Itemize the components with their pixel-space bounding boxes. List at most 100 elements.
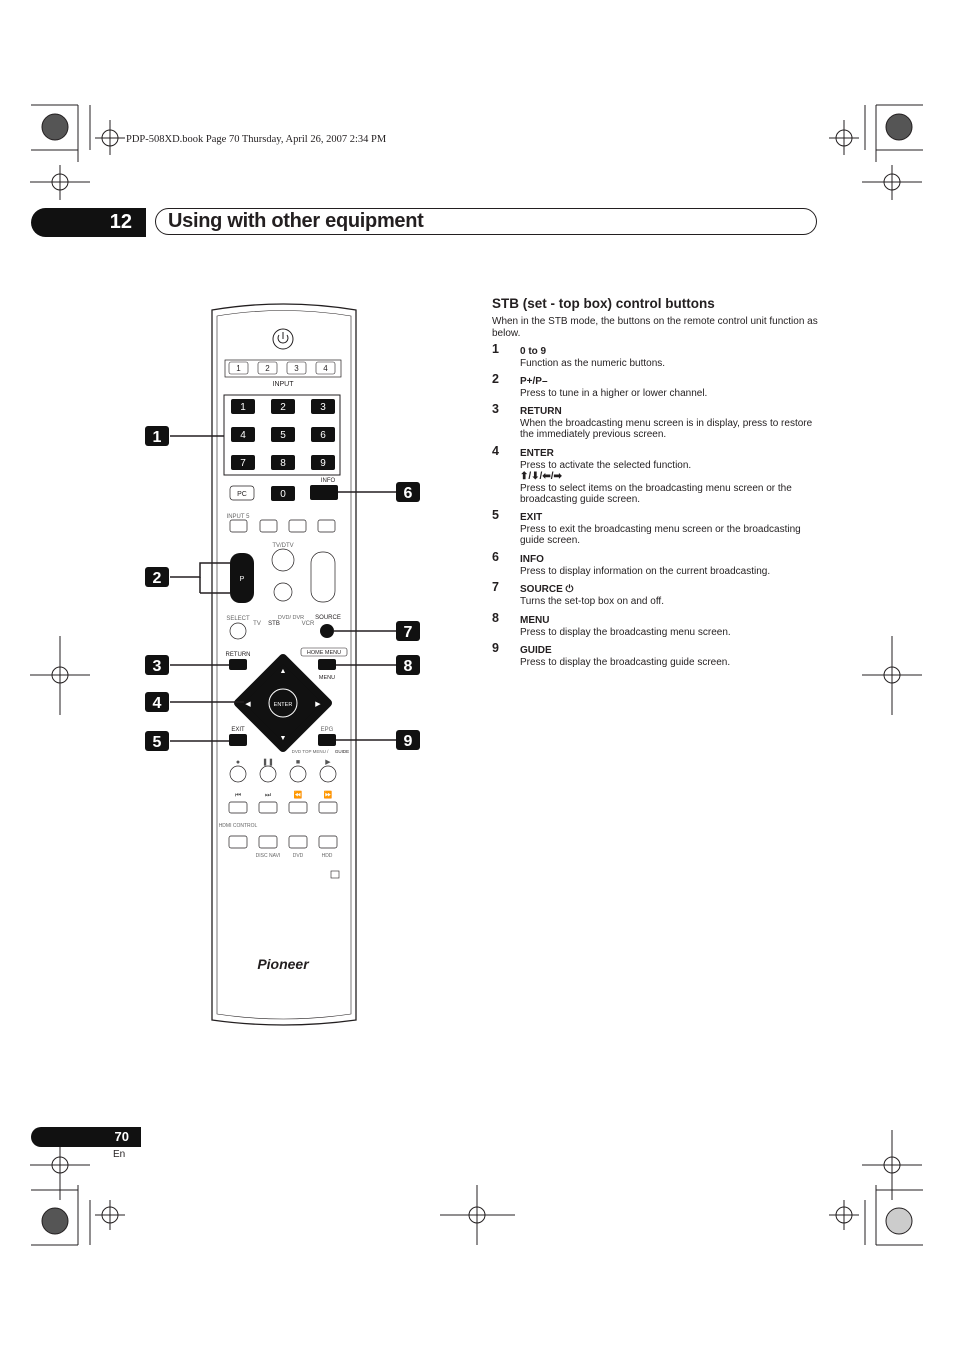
menu-label: MENU	[319, 675, 335, 681]
input-3-label: 3	[294, 364, 299, 373]
callout-3	[145, 655, 169, 675]
callout-5-label: 5	[153, 734, 162, 751]
svg-text:⏭: ⏭	[265, 792, 272, 799]
svg-text:⏪: ⏪	[294, 790, 303, 799]
svg-text:▼: ▼	[280, 735, 287, 742]
chapter-number: 12	[31, 208, 146, 237]
disc-label: DISC NAVI	[256, 853, 281, 859]
callout-1	[145, 426, 169, 446]
input-2-label: 2	[265, 364, 270, 373]
item-number: 8	[492, 611, 499, 625]
exit-label: EXIT	[231, 727, 245, 733]
item-number: 2	[492, 372, 499, 386]
item-title: EXIT	[520, 512, 543, 523]
num-9-button	[311, 455, 335, 470]
num-8-button	[271, 455, 295, 470]
num-6-label: 6	[320, 430, 326, 441]
item-subtitle: ⬆/⬇/⬅/➡	[520, 471, 562, 482]
book-info-line: PDP-508XD.book Page 70 Thursday, April 2…	[126, 134, 387, 145]
num-3-button	[311, 399, 335, 414]
num-5-label: 5	[280, 430, 286, 441]
callout-3-label: 3	[153, 658, 162, 675]
item-description: Press to display the broadcasting guide …	[520, 656, 731, 668]
item-title: MENU	[520, 615, 550, 626]
item-title: GUIDE	[520, 645, 552, 656]
item-description: Press to display the broadcasting menu s…	[520, 626, 731, 638]
num-3-label: 3	[320, 402, 326, 413]
num-2-button	[271, 399, 295, 414]
num-0-label: 0	[280, 489, 286, 500]
hdmi-label: HDMI CONTROL	[219, 823, 258, 829]
item-title: P+/P–	[520, 376, 548, 387]
guide-label: GUIDE	[335, 749, 349, 754]
svg-text:▶: ▶	[325, 759, 331, 766]
callout-5	[145, 731, 169, 751]
pioneer-logo: Pioneer	[257, 956, 310, 972]
tvdtv-label: TV/DTV	[272, 543, 293, 549]
callout-9-label: 9	[404, 733, 413, 750]
item-description: Turns the set-top box on and off.	[520, 595, 664, 607]
select-label: SELECT	[226, 616, 250, 622]
input-1-label: 1	[236, 364, 241, 373]
item-description: Press to tune in a higher or lower chann…	[520, 387, 708, 399]
num-7-label: 7	[240, 458, 246, 469]
svg-text:⏩: ⏩	[324, 790, 333, 799]
enter-label: ENTER	[274, 702, 293, 708]
svg-text:❚❚: ❚❚	[262, 758, 274, 766]
callout-6-label: 6	[404, 485, 413, 502]
callout-9	[396, 730, 420, 750]
callout-2	[145, 567, 169, 587]
svg-text:▲: ▲	[280, 668, 287, 675]
item-number: 6	[492, 550, 499, 564]
tv-label: TV	[253, 621, 261, 627]
page-number: 70	[31, 1127, 141, 1147]
item-description: When the broadcasting menu screen is in …	[520, 417, 813, 441]
num-9-label: 9	[320, 458, 326, 469]
input-3-button	[286, 361, 307, 375]
svg-text:▶: ▶	[315, 701, 321, 708]
dvd-label: DVD/ DVR	[278, 615, 304, 621]
item-subdescription: Press to select items on the broadcastin…	[520, 482, 792, 506]
num-6-button	[311, 427, 335, 442]
num-4-label: 4	[240, 430, 246, 441]
dvd2-label: DVD	[293, 853, 304, 859]
p-label: P	[240, 576, 245, 583]
input5-label: INPUT 5	[227, 514, 251, 520]
callout-7-label: 7	[404, 624, 413, 641]
item-title: SOURCE ⏻	[520, 584, 574, 595]
svg-text:●: ●	[236, 759, 240, 766]
vcr-label: VCR	[302, 621, 315, 627]
item-number: 3	[492, 402, 499, 416]
home-menu-label: HOME MENU	[307, 650, 341, 656]
item-description: Function as the numeric buttons.	[520, 357, 666, 369]
callout-6	[396, 482, 420, 502]
item-number: 9	[492, 641, 499, 655]
epg-label: EPG	[321, 727, 334, 733]
function-item: 2 P+/P–Press to tune in a higher or lower…	[492, 372, 822, 399]
callout-8	[396, 655, 420, 675]
num-4-button	[231, 427, 255, 442]
return-label: RETURN	[226, 652, 251, 658]
num-5-button	[271, 427, 295, 442]
power-icon	[272, 328, 294, 350]
item-description: Press to exit the broadcasting menu scre…	[520, 523, 801, 547]
item-title: RETURN	[520, 406, 562, 417]
item-title: 0 to 9	[520, 346, 547, 357]
chapter-title: Using with other equipment	[168, 210, 424, 232]
source-label: SOURCE	[315, 615, 341, 621]
info-label: INFO	[321, 478, 336, 484]
item-number: 5	[492, 508, 499, 522]
svg-text:■: ■	[296, 759, 300, 766]
item-title: ENTER	[520, 448, 554, 459]
item-number: 1	[492, 342, 499, 356]
callout-2-label: 2	[153, 570, 162, 587]
